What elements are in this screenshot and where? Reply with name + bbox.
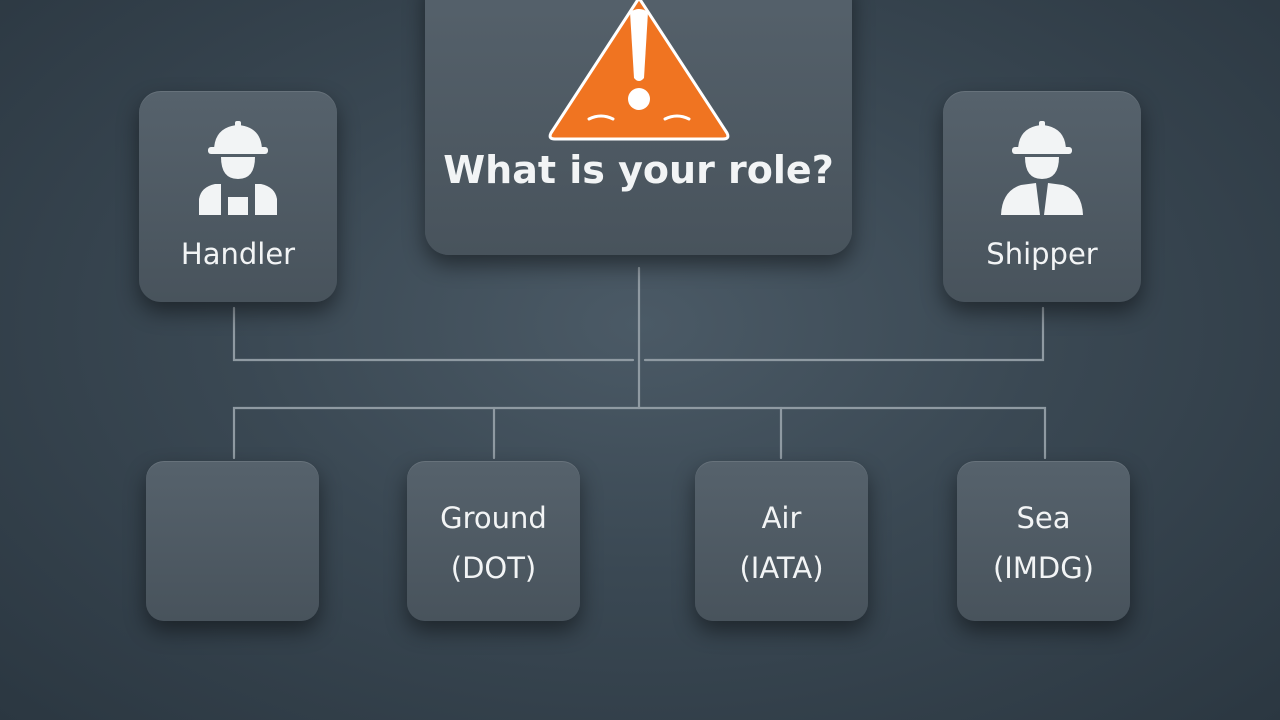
mode-label-line1: Sea (1016, 501, 1071, 535)
warning-triangle-icon (548, 0, 730, 141)
mode-label-line1: Air (761, 501, 802, 535)
mode-label-line1: Ground (440, 501, 547, 535)
role-option-shipper[interactable]: Shipper (943, 91, 1141, 302)
role-label-shipper: Shipper (986, 237, 1098, 271)
hardhat-worker-tie-icon (1001, 121, 1083, 215)
role-option-handler[interactable]: Handler (139, 91, 337, 302)
mode-label-line2: (IATA) (739, 551, 824, 585)
role-question-text: What is your role? (443, 148, 834, 192)
role-question-card: What is your role? (425, 0, 852, 255)
mode-label-line2: (DOT) (450, 551, 537, 585)
hardhat-worker-overalls-icon (199, 121, 277, 215)
role-label-handler: Handler (180, 237, 296, 271)
mode-option-sea[interactable]: Sea (IMDG) (957, 461, 1130, 621)
mode-label-line2: (IMDG) (992, 551, 1094, 585)
mode-option-ground[interactable]: Ground (DOT) (407, 461, 580, 621)
mode-option-air[interactable]: Air (IATA) (695, 461, 868, 621)
mode-option-blank[interactable] (146, 461, 319, 621)
